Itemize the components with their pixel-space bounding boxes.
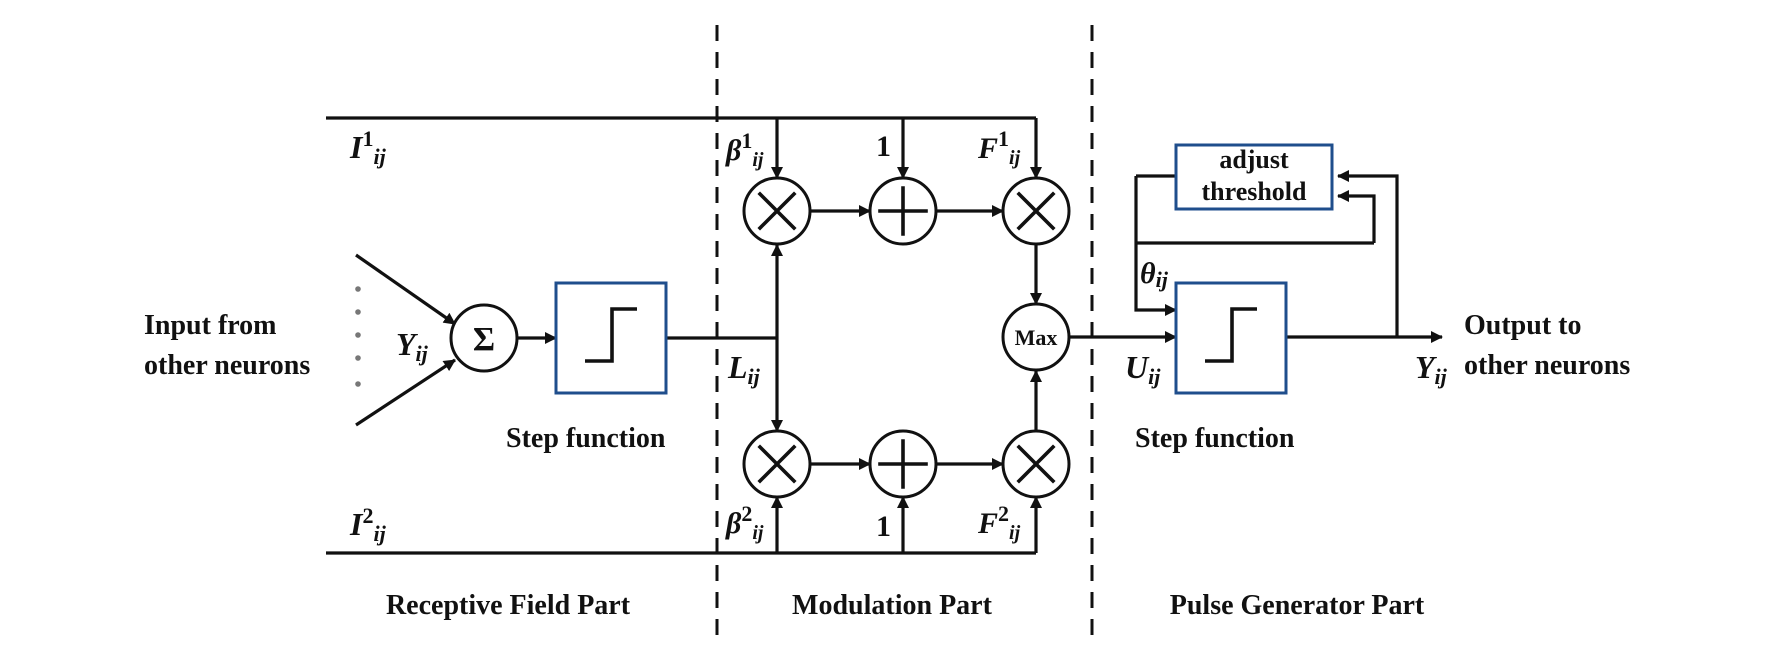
- ellipsis-dot: [355, 381, 361, 387]
- plus-icon: [878, 186, 928, 236]
- var-i2: I2ij: [349, 503, 387, 546]
- var-l: Lij: [727, 349, 761, 389]
- step-function-label-left: Step function: [506, 423, 666, 454]
- section-receptive-field: Receptive Field Part: [386, 590, 631, 621]
- ellipsis-dot: [355, 309, 361, 315]
- multiply-icon: [757, 191, 797, 231]
- max-label: Max: [1015, 325, 1058, 350]
- multiply-icon: [757, 444, 797, 484]
- ellipsis-dot: [355, 332, 361, 338]
- multiply-icon: [1016, 444, 1056, 484]
- wire-input-lower: [355, 358, 456, 427]
- input-label: other neurons: [144, 350, 310, 381]
- var-i1: I1ij: [349, 126, 387, 169]
- var-beta2: β2ij: [725, 501, 764, 544]
- multiply-node: [1001, 176, 1071, 246]
- ellipsis-dot: [355, 355, 361, 361]
- step-function-label-right: Step function: [1135, 423, 1295, 454]
- plus-icon: [878, 439, 928, 489]
- add-node: [868, 429, 938, 499]
- multiply-node: [742, 176, 812, 246]
- wire-feedback-outer: [1337, 170, 1399, 337]
- step-icon: [1205, 307, 1257, 363]
- add-node: [868, 176, 938, 246]
- ellipsis-dot: [355, 286, 361, 292]
- var-f2: F2ij: [977, 501, 1021, 544]
- var-f1: F1ij: [977, 126, 1021, 169]
- adjust-threshold-label: threshold: [1202, 177, 1308, 206]
- multiply-node: [1001, 429, 1071, 499]
- output-label: other neurons: [1464, 350, 1630, 381]
- max-node: [1001, 302, 1071, 372]
- multiply-node: [742, 429, 812, 499]
- wire-theta: [1134, 176, 1177, 316]
- step-icon: [585, 307, 637, 363]
- var-u: Uij: [1125, 349, 1161, 389]
- var-beta1: β1ij: [725, 128, 764, 171]
- const-one-top: 1: [876, 130, 891, 163]
- input-label: Input from: [144, 310, 277, 341]
- sum-node: [449, 303, 519, 373]
- adjust-threshold-label: adjust: [1219, 145, 1289, 174]
- adjust-threshold-box: [1174, 143, 1334, 211]
- wire-input-upper: [355, 253, 456, 326]
- var-y-in: Yij: [396, 326, 429, 366]
- output-label: Output to: [1464, 310, 1581, 341]
- sum-symbol: Σ: [473, 321, 495, 358]
- section-modulation: Modulation Part: [792, 590, 993, 621]
- wire-feedback-inner: [1337, 190, 1376, 243]
- multiply-icon: [1016, 191, 1056, 231]
- const-one-bottom: 1: [876, 510, 891, 543]
- var-theta: θij: [1140, 257, 1169, 292]
- section-pulse-generator: Pulse Generator Part: [1170, 590, 1425, 621]
- var-y-out: Yij: [1415, 349, 1448, 389]
